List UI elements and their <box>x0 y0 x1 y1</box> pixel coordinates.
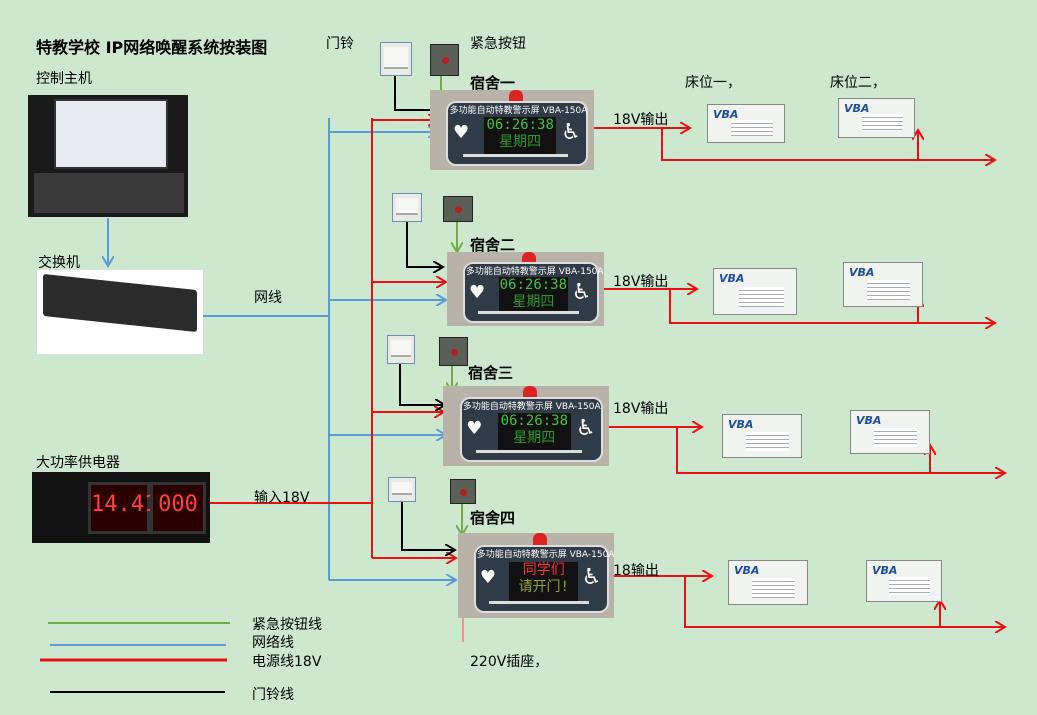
network-cable-label: 网线 <box>254 290 282 306</box>
switch-label: 交换机 <box>38 255 80 271</box>
output-label-dorm1: 18V输出 <box>613 112 669 128</box>
bed-unit-dorm2-1: VBA <box>713 268 797 315</box>
emergency-button-dorm1 <box>430 44 459 76</box>
heart-hands-icon: ♥ <box>466 418 483 439</box>
dorm2-label: 宿舍二 <box>470 236 516 254</box>
display-line1: 06:26:38 <box>499 277 568 294</box>
bed1-label: 床位一， <box>685 75 741 91</box>
page-title: 特教学校 IP网络唤醒系统按装图 <box>36 38 268 57</box>
legend-label-network: 网络线 <box>252 635 294 651</box>
bed-unit-dorm2-2: VBA <box>843 262 923 307</box>
display-line1: 06:26:38 <box>500 413 568 430</box>
wheelchair-icon: ♿ <box>571 280 592 306</box>
display-line2: 星期四 <box>513 430 556 447</box>
bed-unit-dorm3-2: VBA <box>850 410 930 454</box>
socket-220v-label: 220V插座， <box>470 654 549 670</box>
wheelchair-icon: ♿ <box>576 416 596 442</box>
doorbell-line-dorm3 <box>399 362 445 405</box>
doorbell-label: 门铃 <box>326 36 354 52</box>
display-title: 多功能自动特教警示屏 VBA-150A <box>465 266 604 277</box>
wheelchair-icon: ♿ <box>561 120 581 146</box>
output-line-dorm2-branch <box>669 289 995 323</box>
keyboard <box>34 173 184 213</box>
output-label-dorm2: 18V输出 <box>613 274 669 290</box>
monitor-screen <box>54 99 168 169</box>
heart-hands-icon: ♥ <box>452 122 470 143</box>
doorbell-dorm1 <box>380 42 412 76</box>
wheelchair-icon: ♿ <box>581 565 602 591</box>
dorm3-label: 宿舍三 <box>468 364 514 382</box>
display-title: 多功能自动特教警示屏 VBA-150A <box>449 105 588 116</box>
power-supply-label: 大功率供电器 <box>36 455 120 471</box>
bed-unit-dorm1-2: VBA <box>838 98 915 138</box>
bed2-label: 床位二， <box>830 75 886 91</box>
display-screen: 同学们请开门! <box>509 561 579 601</box>
output-line-dorm4-branch <box>684 576 1005 627</box>
emergency-button-dorm4 <box>450 479 476 504</box>
display-dorm4: 多功能自动特教警示屏 VBA-150A 同学们请开门! ♥ ♿ <box>458 533 614 618</box>
display-line2: 星期四 <box>499 134 542 151</box>
output-line-dorm3-branch <box>676 427 1005 473</box>
output-line-dorm1-branch <box>661 128 995 160</box>
doorbell-dorm3 <box>387 335 415 364</box>
output-label-dorm4: 18输出 <box>613 563 659 579</box>
bed-unit-dorm4-2: VBA <box>866 560 942 602</box>
bed-unit-dorm3-1: VBA <box>722 414 802 458</box>
dorm4-label: 宿舍四 <box>470 509 516 527</box>
current-readout: 000 <box>150 482 206 534</box>
control-host-label: 控制主机 <box>36 71 92 87</box>
doorbell-line-dorm1 <box>394 74 440 110</box>
emergency-button-dorm3 <box>439 337 468 366</box>
emergency-button-label: 紧急按钮 <box>470 36 526 52</box>
display-line1: 同学们 <box>522 561 565 578</box>
legend-label-emergency: 紧急按钮线 <box>252 617 322 633</box>
power-supply-image: 14.41 000 <box>32 472 210 543</box>
doorbell-line-dorm2 <box>406 220 443 267</box>
switch-body <box>43 273 197 333</box>
control-host-image <box>28 95 188 217</box>
network-switch-image <box>37 270 203 354</box>
output-label-dorm3: 18V输出 <box>613 401 669 417</box>
legend-label-power: 电源线18V <box>252 654 322 670</box>
emergency-button-dorm2 <box>443 196 473 222</box>
bed-unit-dorm4-1: VBA <box>728 560 808 605</box>
doorbell-dorm4 <box>388 477 416 502</box>
bed-unit-dorm1-1: VBA <box>707 104 785 143</box>
dorm1-label: 宿舍一 <box>470 74 516 92</box>
doorbell-line-dorm4 <box>401 500 455 550</box>
input-18v-label: 输入18V <box>254 490 310 506</box>
display-title: 多功能自动特教警示屏 VBA-150A <box>462 401 601 412</box>
doorbell-dorm2 <box>392 193 422 222</box>
display-line1: 06:26:38 <box>486 117 554 134</box>
display-line2: 请开门! <box>518 578 569 595</box>
heart-hands-icon: ♥ <box>479 567 496 588</box>
heart-hands-icon: ♥ <box>468 281 486 303</box>
voltage-readout: 14.41 <box>88 482 157 534</box>
legend-label-doorbell: 门铃线 <box>252 687 294 703</box>
display-title: 多功能自动特教警示屏 VBA-150A <box>476 549 614 560</box>
display-line2: 星期四 <box>512 294 555 311</box>
